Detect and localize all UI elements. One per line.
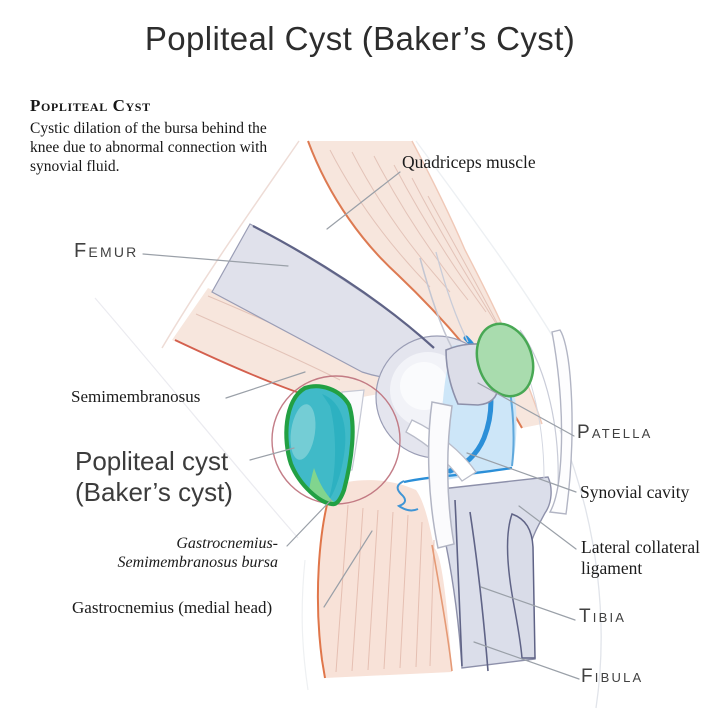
label-quadriceps-muscle: Quadriceps muscle — [402, 152, 536, 172]
definition-text: Cystic dilation of the bursa behind the … — [30, 120, 268, 176]
label-semimembranosus: Semimembranosus — [71, 387, 201, 406]
fibula-leader-line — [473, 641, 580, 680]
semimembranosus-leader-line — [225, 371, 306, 399]
label-femur: Femur — [74, 240, 139, 262]
label-lateral-collateral-ligament: Lateral collateral ligament — [581, 537, 700, 579]
tibia-leader-line — [480, 586, 576, 621]
label-lcl-line1: Lateral collateral — [581, 537, 701, 557]
label-fibula: Fibula — [581, 666, 644, 687]
patella-leader-line — [477, 382, 575, 437]
synovial-cavity-leader-line — [466, 452, 577, 493]
popliteal-cyst-shape — [284, 384, 355, 507]
label-gastrocnemius: Gastrocnemius (medial head) — [72, 598, 273, 617]
label-synovial-cavity: Synovial cavity — [580, 482, 690, 502]
page-title: Popliteal Cyst (Baker’s Cyst) — [144, 20, 576, 57]
leader-lines — [142, 171, 580, 680]
label-lcl-line2: ligament — [581, 558, 643, 578]
label-tibia: Tibia — [579, 606, 627, 627]
popliteal-cyst-leader-line — [249, 447, 295, 461]
patellar-tendon-shape — [427, 401, 455, 549]
faint-body-outlines — [94, 140, 602, 709]
joint-capsule-lines — [419, 251, 559, 489]
synovial-membrane-fold — [396, 480, 419, 512]
label-popliteal-cyst-line2: (Baker’s cyst) — [75, 477, 233, 508]
label-patella: Patella — [577, 422, 653, 443]
patellar-bursa-shape — [475, 322, 535, 398]
label-bursa: Gastrocnemius- Semimembranosus bursa — [40, 534, 278, 572]
bursa-leader-line — [286, 499, 332, 547]
femur-leader-line — [142, 253, 289, 267]
label-bursa-line1: Gastrocnemius- — [176, 535, 278, 552]
fibula-shape — [506, 513, 536, 659]
lateral-collateral-ligament-shape — [548, 329, 573, 515]
label-bursa-line2: Semimembranosus bursa — [117, 554, 278, 572]
label-popliteal-cyst: Popliteal cyst (Baker’s cyst) — [75, 446, 233, 508]
gastrocnemius-leader-line — [323, 530, 373, 608]
label-popliteal-cyst-line1: Popliteal cyst — [75, 446, 229, 476]
quadriceps-leader-line — [326, 171, 401, 230]
lcl-leader-line — [518, 505, 577, 550]
definition-heading: Popliteal Cyst — [30, 96, 151, 115]
